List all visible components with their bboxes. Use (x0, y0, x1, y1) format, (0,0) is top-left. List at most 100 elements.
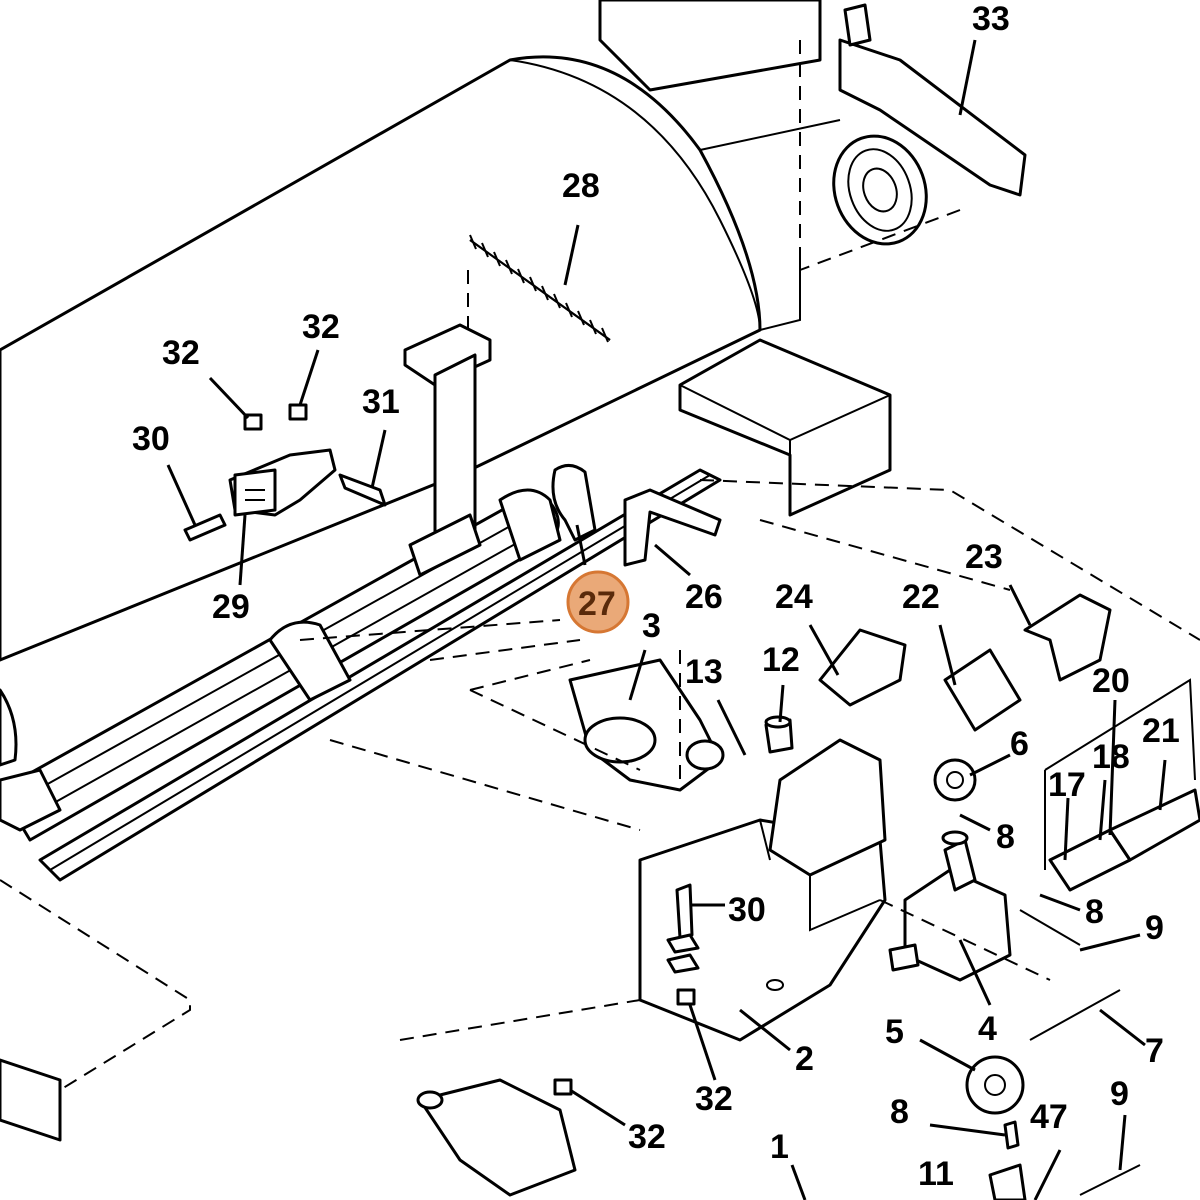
callout-32: 32 (302, 308, 340, 346)
callout-32: 32 (628, 1118, 666, 1156)
callout-8: 8 (996, 818, 1015, 856)
hood-arc (509, 59, 761, 331)
highlight-marker (566, 570, 630, 634)
callout-32: 32 (695, 1080, 733, 1118)
callout-29: 29 (212, 588, 250, 626)
callout-32: 32 (162, 334, 200, 372)
shaft-21 (1108, 788, 1200, 862)
bushing-12-top (764, 715, 792, 729)
callout-3: 3 (642, 607, 661, 645)
caster-wheel (832, 134, 928, 246)
callout-47: 47 (1030, 1098, 1068, 1136)
callout-9: 9 (1145, 909, 1164, 947)
nut-32c (676, 988, 696, 1006)
callout-26: 26 (685, 578, 723, 616)
tube-collar-mid (498, 488, 562, 562)
callout-22: 22 (902, 578, 940, 616)
chain-7 (1029, 989, 1121, 1041)
callout-20: 20 (1092, 662, 1130, 700)
callout-11: 11 (918, 1155, 954, 1193)
bracket-26 (623, 488, 722, 567)
callout-4: 4 (978, 1010, 997, 1048)
washer-30 (666, 933, 700, 954)
frame-hole (766, 979, 784, 991)
part-22 (943, 648, 1022, 732)
callout-30: 30 (728, 891, 766, 929)
cover-box (678, 338, 892, 517)
post-base (408, 513, 482, 577)
sprocket-5 (965, 1055, 1025, 1115)
caster-wheel-inner (847, 148, 913, 232)
caster-wheel-hub (862, 167, 898, 213)
actuator-3-end (685, 739, 725, 771)
wheel-dash (799, 40, 961, 271)
callout-28: 28 (562, 167, 600, 205)
guide-dashes (0, 479, 1200, 1091)
tube-end-bracket (0, 768, 62, 832)
callout-17: 17 (1048, 766, 1086, 804)
callout-5: 5 (885, 1013, 904, 1051)
shaft-9b (1079, 1164, 1141, 1196)
bolt-30-left (183, 513, 227, 542)
nut-32b (288, 403, 308, 421)
hood-body (0, 55, 762, 662)
callout-1: 1 (770, 1128, 789, 1166)
nut-32d (553, 1078, 573, 1096)
hood-side-edge (699, 119, 841, 331)
cover-box-front (679, 384, 891, 515)
callout-9: 9 (1110, 1075, 1129, 1113)
lower-actuator (418, 1078, 577, 1197)
bolt-30-right (675, 883, 694, 940)
callout-6: 6 (1010, 725, 1029, 763)
rail-bar-line (49, 474, 711, 871)
sprocket-6 (933, 758, 977, 802)
callout-24: 24 (775, 578, 813, 616)
sprocket-6-hub (946, 771, 964, 789)
callout-27: 27 (578, 585, 616, 623)
callout-2: 2 (795, 1040, 814, 1078)
bracket-29-plate (233, 468, 277, 517)
plate-24 (818, 628, 907, 707)
nut-32a (243, 413, 263, 431)
group-20-box (1044, 678, 1196, 870)
tube-collar-left (268, 620, 352, 702)
washer-30b (666, 953, 700, 974)
callout-8: 8 (1085, 893, 1104, 931)
rail-bar (38, 468, 722, 882)
bracket-slot (245, 489, 265, 501)
actuator-dash (329, 659, 641, 831)
left-curved-part (0, 688, 18, 767)
clamp-27 (551, 464, 597, 542)
callout-13: 13 (685, 653, 723, 691)
pin-8-bottom (1003, 1120, 1020, 1150)
part-11-stub (988, 1163, 1027, 1200)
callout-23: 23 (965, 538, 1003, 576)
shaft-9 (1019, 909, 1081, 946)
actuator-3-motor (583, 716, 657, 764)
frame-plate-edges (639, 819, 881, 1000)
callout-8: 8 (890, 1093, 909, 1131)
callout-30: 30 (132, 420, 170, 458)
top-box (598, 0, 822, 92)
bolt-31 (338, 473, 387, 507)
callout-21: 21 (1142, 712, 1180, 750)
caster-arm-33 (838, 38, 1027, 197)
caster-stem (843, 3, 872, 47)
gearbox-output (888, 943, 920, 972)
frame-plate-2-upper (768, 738, 887, 877)
gearbox-shaft (941, 830, 969, 846)
callout-12: 12 (762, 641, 800, 679)
sprocket-5-hub (984, 1074, 1006, 1096)
callout-18: 18 (1092, 738, 1130, 776)
callout-31: 31 (362, 383, 400, 421)
leader-lines (166, 39, 1167, 1200)
callout-7: 7 (1145, 1032, 1164, 1070)
lower-channel (0, 1058, 62, 1142)
lower-actuator-end (416, 1090, 444, 1110)
spring (469, 234, 611, 343)
part-23 (1023, 593, 1112, 682)
callout-33: 33 (972, 0, 1010, 38)
post-top-plate (403, 323, 492, 387)
